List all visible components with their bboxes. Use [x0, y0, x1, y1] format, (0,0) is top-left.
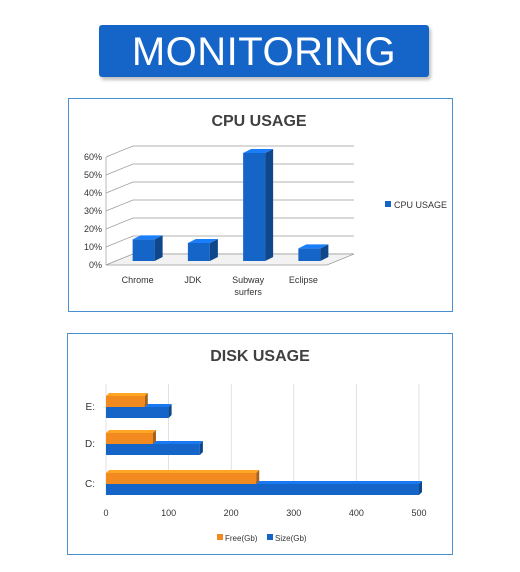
cpu-bar-top — [243, 149, 274, 153]
cpu-bar-top — [132, 235, 163, 240]
page-title-banner: MONITORING — [99, 25, 429, 77]
cpu-bar-side — [320, 244, 329, 261]
cpu-ytick-label: 30% — [84, 206, 102, 216]
disk-xtick-label: 300 — [286, 508, 301, 518]
cpu-ytick-label: 10% — [84, 242, 102, 252]
cpu-usage-chart: CPU USAGE 0% 10% 20% 30% 40% 50% 60% Chrome JDK… — [84, 113, 447, 297]
cpu-ytick-label: 60% — [84, 152, 102, 162]
cpu-bar-side — [154, 235, 163, 261]
cpu-bar-front — [132, 239, 155, 261]
disk-legend-label-free: Free(Gb) — [225, 534, 258, 543]
disk-chart-title: DISK USAGE — [210, 348, 310, 365]
cpu-gridline-diag — [105, 145, 134, 158]
cpu-bar-front — [187, 243, 210, 261]
disk-bar-end — [419, 481, 422, 495]
cpu-ytick-label: 50% — [84, 170, 102, 180]
disk-legend-swatch-free — [217, 534, 223, 540]
disk-xtick-label: 100 — [161, 508, 176, 518]
disk-xtick-label: 500 — [411, 508, 426, 518]
cpu-category-label: JDK — [184, 275, 201, 285]
cpu-gridline-diag — [105, 181, 134, 194]
disk-usage-chart: DISK USAGE C: D: E: 0 100 200 300 400 500 Free(… — [85, 348, 427, 543]
page-title: MONITORING — [131, 30, 397, 74]
cpu-ytick-label: 20% — [84, 224, 102, 234]
cpu-gridline-diag — [105, 217, 134, 230]
cpu-gridline-diag — [105, 163, 134, 176]
cpu-bar-front — [243, 153, 266, 261]
disk-legend-label-size: Size(Gb) — [275, 534, 307, 543]
disk-bar-front — [106, 407, 169, 418]
disk-bar-end — [152, 430, 156, 444]
cpu-bar-front — [298, 248, 321, 261]
disk-xtick-label: 0 — [103, 508, 108, 518]
disk-category-label: C: — [85, 479, 95, 490]
disk-xtick-label: 200 — [224, 508, 239, 518]
cpu-bar-side — [265, 149, 274, 261]
cpu-legend-swatch — [385, 201, 391, 207]
disk-bar-end — [168, 404, 172, 418]
disk-legend-swatch-size — [267, 534, 273, 540]
cpu-usage-panel: CPU USAGE 0% 10% 20% 30% 40% 50% 60% Chrome JDK… — [68, 98, 453, 312]
disk-bar-front — [106, 473, 257, 484]
disk-bar-front — [106, 433, 153, 444]
disk-bar-top — [106, 430, 156, 433]
disk-bar-front — [106, 484, 419, 495]
disk-category-label: E: — [86, 402, 95, 413]
cpu-category-label: Eclipse — [289, 275, 318, 285]
cpu-bar-top — [187, 239, 218, 243]
cpu-ytick-label: 40% — [84, 188, 102, 198]
disk-bar-top — [106, 470, 260, 473]
disk-usage-panel: DISK USAGE C: D: E: 0 100 200 300 400 500 Free(… — [67, 333, 453, 555]
cpu-gridline-diag — [105, 235, 134, 248]
cpu-gridline-diag — [105, 199, 134, 212]
disk-bar-front — [106, 444, 200, 455]
cpu-category-label: Subway — [232, 275, 265, 285]
cpu-ytick-label: 0% — [89, 260, 102, 270]
cpu-bar-top — [298, 244, 329, 249]
cpu-bar-side — [209, 239, 218, 261]
cpu-category-label: surfers — [234, 287, 262, 297]
disk-bar-end — [256, 470, 260, 484]
disk-bar-front — [106, 396, 145, 407]
disk-xtick-label: 400 — [349, 508, 364, 518]
cpu-floor — [105, 253, 355, 266]
disk-bar-end — [144, 393, 148, 407]
disk-bar-end — [199, 441, 203, 455]
cpu-legend-label: CPU USAGE — [394, 200, 447, 210]
cpu-chart-title: CPU USAGE — [211, 113, 306, 130]
disk-category-label: D: — [85, 439, 95, 450]
cpu-category-label: Chrome — [122, 275, 154, 285]
disk-bar-top — [106, 393, 148, 396]
